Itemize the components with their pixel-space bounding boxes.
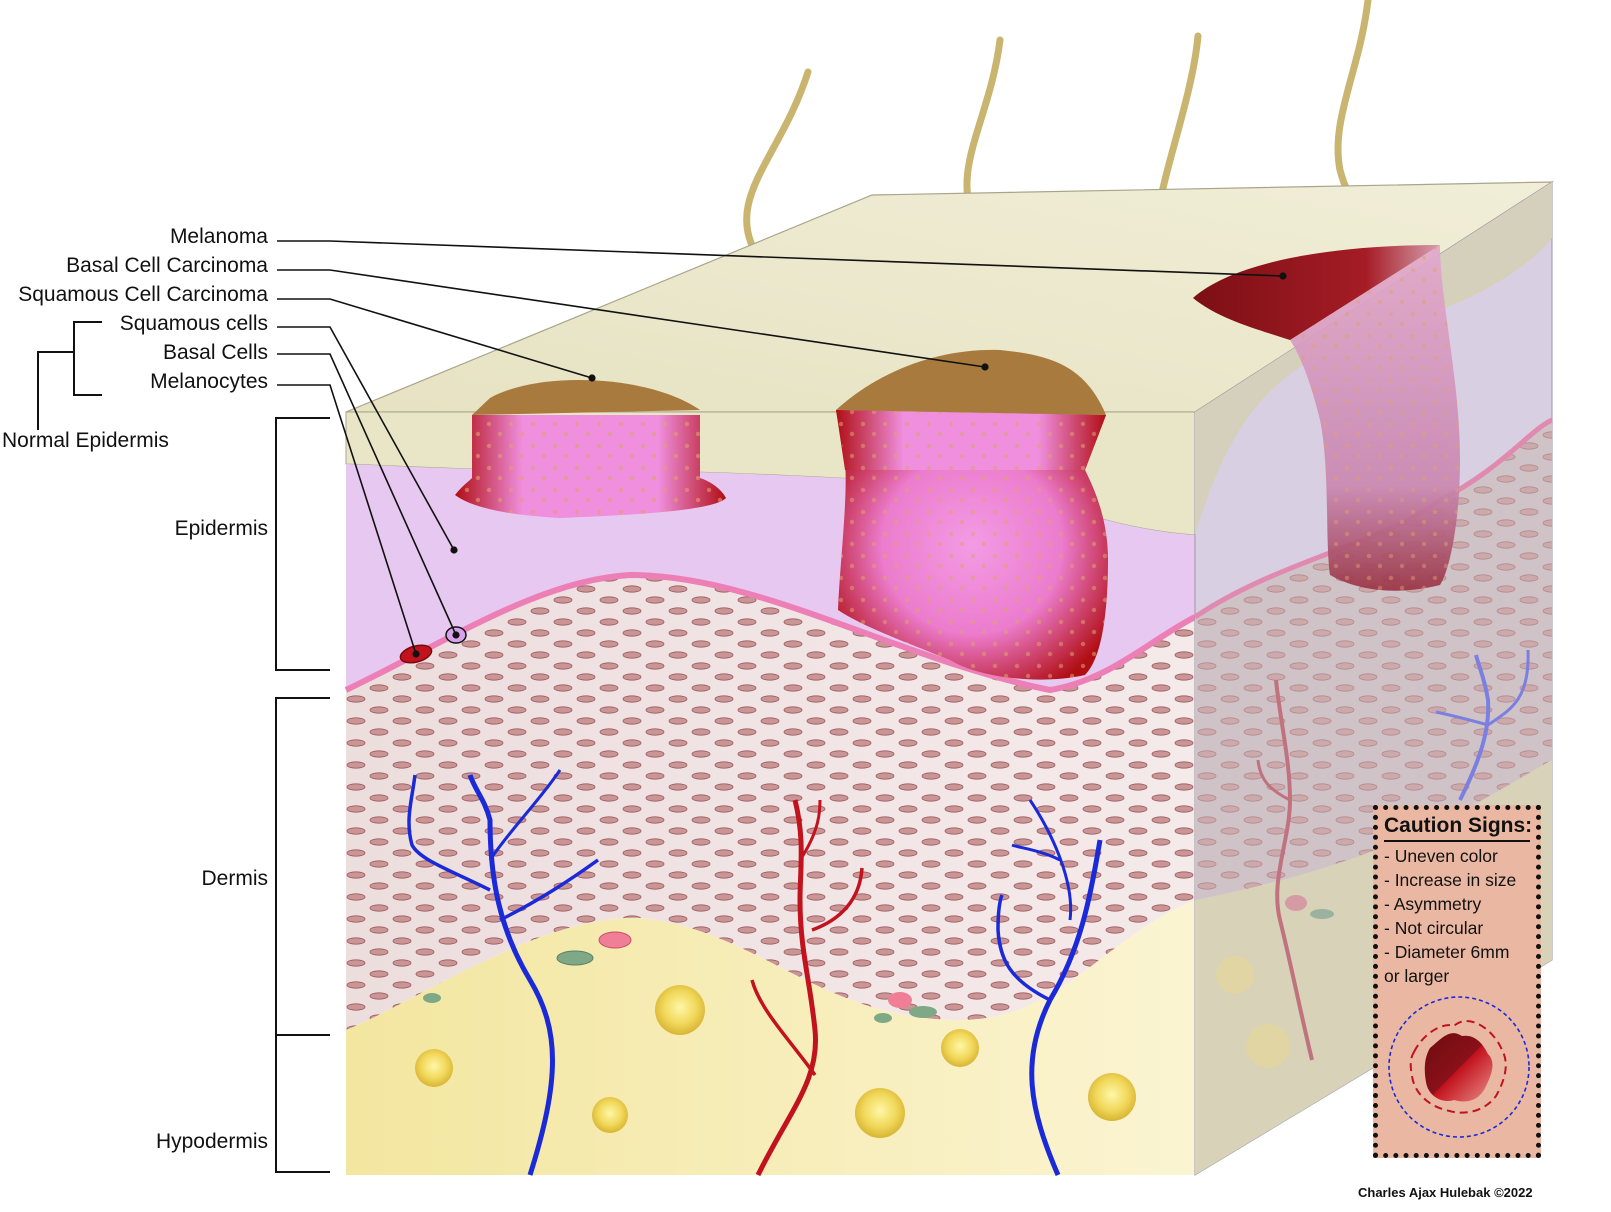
credit-text: Charles Ajax Hulebak ©2022 (1358, 1185, 1533, 1200)
hypodermis-layer (346, 900, 1195, 1175)
artery-icon (798, 799, 822, 861)
leader-lines (277, 240, 1287, 658)
caution-item: - Asymmetry (1384, 894, 1482, 914)
vein-icon (488, 769, 562, 861)
caution-title: Caution Signs: (1384, 814, 1532, 842)
fat-cell-icon (1246, 1024, 1290, 1068)
vein-icon (407, 774, 491, 892)
caution-item: - Uneven color (1384, 846, 1498, 866)
side-vein-icon (1487, 649, 1530, 727)
label-squamous-cells: Squamous cells (120, 312, 268, 335)
vein-icon (467, 774, 555, 1176)
hypodermis-cells (415, 895, 1334, 1138)
caution-item: or larger (1384, 966, 1450, 986)
caution-item: - Diameter 6mm (1384, 942, 1510, 962)
hair-icon (1334, 0, 1372, 220)
vein-icon (1028, 799, 1073, 921)
artery-icon (750, 979, 817, 1077)
caution-item: - Not circular (1384, 918, 1484, 938)
label-hypodermis: Hypodermis (156, 1130, 268, 1153)
label-normal-epidermis: Normal Epidermis (2, 429, 169, 452)
fat-cell-icon (592, 1097, 628, 1133)
label-dermis: Dermis (202, 867, 269, 890)
fat-cell-icon (855, 1088, 905, 1138)
fat-cell-icon (1216, 956, 1254, 994)
side-artery-icon (1256, 759, 1291, 802)
label-epidermis: Epidermis (175, 517, 268, 540)
vessels (407, 649, 1530, 1177)
basement-membrane (344, 571, 1197, 694)
label-melanoma: Melanoma (170, 225, 268, 248)
vein-icon (996, 894, 1051, 1002)
label-basal-cell-carcinoma: Basal Cell Carcinoma (66, 254, 268, 277)
lesion-icon (1388, 996, 1530, 1138)
vein-icon (1011, 843, 1061, 862)
side-face-dermis-cells (1195, 420, 1552, 900)
side-artery-icon (1274, 679, 1314, 1061)
artery-icon (811, 867, 864, 932)
dermis-cells (346, 575, 1195, 1030)
fat-cell-icon (655, 985, 705, 1035)
fat-cell-icon (1088, 1073, 1136, 1121)
normal-epidermis-bracket (37, 321, 102, 430)
label-squamous-cell-carcinoma: Squamous Cell Carcinoma (18, 283, 268, 306)
side-vein-icon (1435, 710, 1489, 727)
vein-icon (499, 858, 600, 922)
label-melanocytes: Melanocytes (150, 370, 268, 393)
melanoma-lesion (1193, 245, 1460, 591)
label-basal-cells: Basal Cells (163, 341, 268, 364)
fat-cell-icon (415, 1049, 453, 1087)
squamous-cell-carcinoma-lesion (455, 379, 726, 518)
side-vein-icon (1458, 654, 1491, 801)
caution-signs-panel: Caution Signs: - Uneven color - Increase… (1373, 805, 1541, 1158)
basal-cell-carcinoma-lesion (836, 349, 1108, 680)
side-face-surface (1195, 182, 1552, 535)
fat-cell-icon (941, 1029, 979, 1067)
layer-bracket (275, 417, 330, 1173)
caution-item: - Increase in size (1384, 870, 1517, 890)
